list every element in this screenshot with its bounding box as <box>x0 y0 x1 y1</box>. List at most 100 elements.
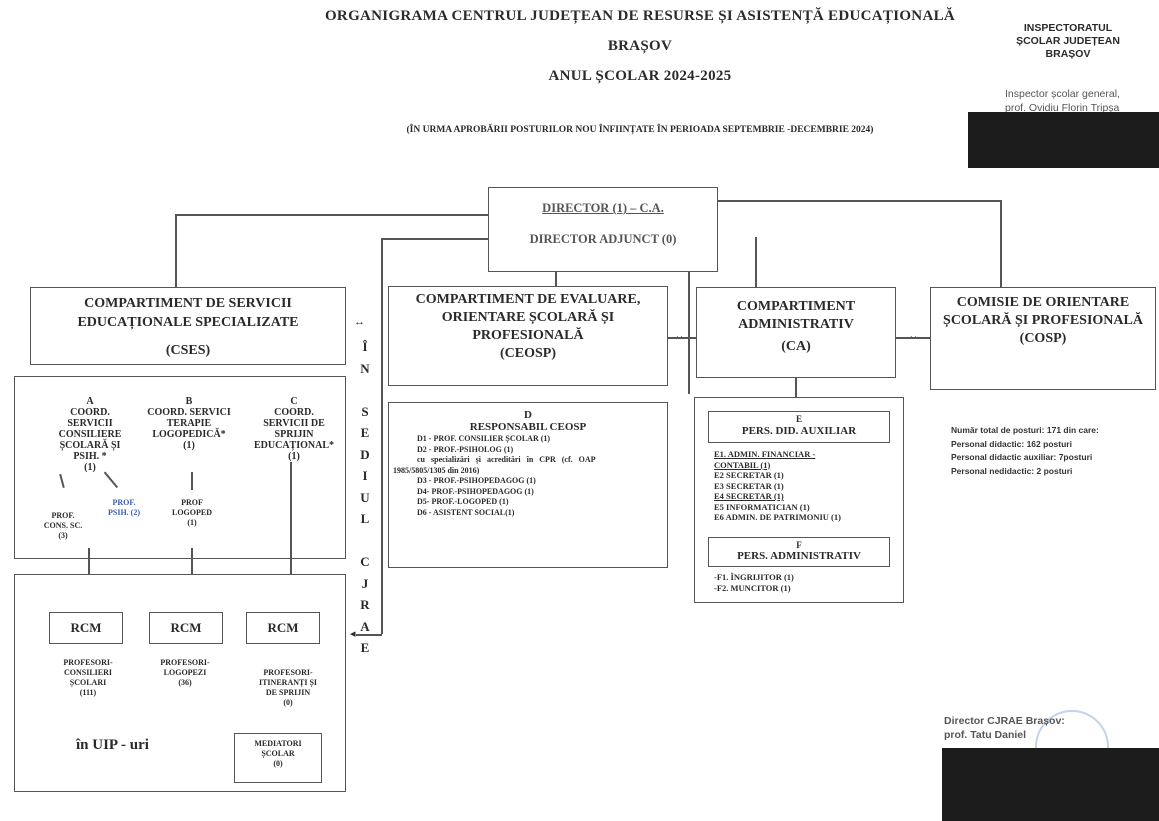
ca-box: COMPARTIMENT ADMINISTRATIV (CA) <box>696 287 896 378</box>
ceosp-d-item: D4- PROF.-PSIHOPEDAGOG (1) <box>417 486 534 496</box>
posts-summary: Număr total de posturi: 171 din care: Pe… <box>951 424 1156 478</box>
ca-f-title: PERS. ADMINISTRATIV <box>737 550 861 562</box>
profesori-consilieri: PROFESORI- CONSILIERI ȘCOLARI (111) <box>42 658 134 698</box>
cosp-line-2: ȘCOLARĂ ȘI PROFESIONALĂ <box>943 313 1143 328</box>
mediatori-box: MEDIATORI ȘCOLAR (0) <box>234 733 322 783</box>
prof-line: ITINERANȚI ȘI <box>258 678 318 687</box>
prof-cons-sc: PROF. CONS. SC. (3) <box>42 511 84 541</box>
title-line-2: BRAȘOV <box>607 38 673 54</box>
ceosp-d-item: D2 - PROF.-PSIHOLOG (1) <box>417 444 514 454</box>
ca-e-item: E4 SECRETAR (1) <box>714 491 784 501</box>
sub-line: CONS. SC. <box>43 521 83 530</box>
cses-abbr: (CSES) <box>165 343 211 358</box>
ceosp-d-item: D3 - PROF.-PSIHOPEDAGOG (1) <box>417 476 536 485</box>
ceosp-d-list: D1 - PROF. CONSILIER ȘCOLAR (1) D2 - PRO… <box>389 434 667 518</box>
coord-a-letter: A <box>86 396 94 407</box>
ca-f-box: F PERS. ADMINISTRATIV <box>708 537 890 567</box>
ca-line-2: ADMINISTRATIV <box>738 317 854 332</box>
ca-e-box: E PERS. DID. AUXILIAR <box>708 411 890 443</box>
prof-line: DE SPRIJIN <box>265 688 311 697</box>
prof-line: CONSILIERI <box>63 668 112 677</box>
isj-line-1: INSPECTORATUL <box>1023 22 1113 34</box>
mediatori-line: ȘCOLAR <box>261 749 295 758</box>
posts-auxiliar: Personal didactic auxiliar: 7posturi <box>951 452 1093 462</box>
coord-a-line: COORD. <box>70 407 110 418</box>
uip-label: în UIP - uri <box>76 737 149 753</box>
connector-line <box>555 270 557 286</box>
cosp-box: COMISIE DE ORIENTARE ȘCOLARĂ ȘI PROFESIO… <box>930 287 1156 390</box>
ceosp-d-item: D6 - ASISTENT SOCIAL(1) <box>417 507 515 517</box>
rcm-box-2: RCM <box>149 612 223 644</box>
sediul-letter: I <box>362 468 368 483</box>
ceosp-box: COMPARTIMENT DE EVALUARE, ORIENTARE ȘCOL… <box>388 286 668 386</box>
connector-line <box>381 238 488 240</box>
coord-b-line: TERAPIE <box>166 418 212 429</box>
connector-line <box>668 337 696 339</box>
sediul-letter: R <box>360 597 370 612</box>
coord-a-line: PSIH. * <box>73 451 107 462</box>
sediul-letter: L <box>360 511 370 526</box>
double-arrow-icon: ↔ <box>674 330 685 342</box>
director-sign-title: Director CJRAE Brașov: <box>944 715 1065 727</box>
isj-header: INSPECTORATUL ȘCOLAR JUDEȚEAN BRAȘOV <box>1003 22 1133 61</box>
cses-box: COMPARTIMENT DE SERVICII EDUCAȚIONALE SP… <box>30 287 346 365</box>
ca-f-item: -F1. ÎNGRIJITOR (1) <box>714 572 794 582</box>
coord-a-line: ȘCOLARĂ ȘI <box>59 440 121 451</box>
sub-line: (1) <box>187 518 197 527</box>
redaction-block-top <box>968 112 1159 168</box>
isj-sign-name: prof. Ovidiu Florin Tripșa <box>1005 102 1120 114</box>
sub-line: LOGOPED <box>171 508 212 517</box>
ca-e-item: E2 SECRETAR (1) <box>714 470 784 480</box>
ceosp-line-3: PROFESIONALĂ <box>472 328 584 343</box>
double-arrow-icon: ↔ <box>354 316 365 328</box>
rcm-box-1: RCM <box>49 612 123 644</box>
deputy-director-label: DIRECTOR ADJUNCT (0) <box>529 232 677 246</box>
coord-c-line: SPRIJIN <box>274 429 314 440</box>
prof-logoped: PROF LOGOPED (1) <box>168 498 216 528</box>
coord-c: C COORD. SERVICII DE SPRIJIN EDUCAȚIONAL… <box>248 396 340 462</box>
ceosp-line-2: ORIENTARE ȘCOLARĂ ȘI <box>441 310 615 325</box>
cses-line-1: COMPARTIMENT DE SERVICII <box>84 296 292 311</box>
director-signature-block: Director CJRAE Brașov: prof. Tatu Daniel <box>944 714 1114 742</box>
director-label: DIRECTOR (1) – C.A. <box>542 201 664 215</box>
connector-line <box>290 462 292 605</box>
connector-line <box>718 200 1000 202</box>
profesori-itineranti: PROFESORI- ITINERANȚI ȘI DE SPRIJIN (0) <box>238 668 338 708</box>
ceosp-d-item: cu specializări și acreditări în CPR (cf… <box>417 455 596 464</box>
connector-line <box>688 270 690 394</box>
coord-c-line: SERVICII DE <box>263 418 325 429</box>
sediul-letter: U <box>360 489 370 505</box>
coord-b-line: LOGOPEDICĂ* <box>152 429 226 440</box>
ceosp-line-1: COMPARTIMENT DE EVALUARE, <box>415 292 641 307</box>
connector-line <box>175 214 177 287</box>
coord-a-line: SERVICII <box>67 418 113 429</box>
mediatori-line: (0) <box>273 759 283 768</box>
cosp-abbr: (COSP) <box>1019 331 1067 346</box>
posts-didactic: Personal didactic: 162 posturi <box>951 438 1072 449</box>
coord-a-line: CONSILIERE <box>58 429 122 440</box>
ceosp-d-item: 1985/5805/1305 din 2016) <box>393 465 480 475</box>
sub-line: (3) <box>58 531 68 540</box>
coord-a-line: (1) <box>84 462 96 473</box>
ca-e-list: E1. ADMIN. FINANCIAR - CONTABIL (1) E2 S… <box>714 449 894 523</box>
director-box: DIRECTOR (1) – C.A. DIRECTOR ADJUNCT (0) <box>488 187 718 272</box>
sediul-letter: D <box>360 446 370 462</box>
connector-line <box>191 472 193 490</box>
connector-line <box>755 237 757 287</box>
org-chart-title: ORGANIGRAMA CENTRUL JUDEȚEAN DE RESURSE … <box>290 8 990 85</box>
ca-e-item: E6 ADMIN. DE PATRIMONIU (1) <box>714 512 841 522</box>
title-line-1: ORGANIGRAMA CENTRUL JUDEȚEAN DE RESURSE … <box>324 8 956 24</box>
coord-b-letter: B <box>185 396 193 407</box>
coord-b-line: COORD. SERVICI <box>147 407 231 418</box>
sediul-letter: N <box>360 360 370 376</box>
sediul-letter: S <box>361 403 369 419</box>
ceosp-details-box: D RESPONSABIL CEOSP D1 - PROF. CONSILIER… <box>388 402 668 568</box>
ca-f-letter: F <box>796 540 802 550</box>
mediatori-line: MEDIATORI <box>254 739 302 748</box>
coord-c-line: COORD. <box>274 407 314 418</box>
sediul-letter: A <box>360 618 370 634</box>
isj-line-3: BRAȘOV <box>1045 48 1091 60</box>
ca-e-item: CONTABIL (1) <box>714 459 771 470</box>
prof-line: PROFESORI- <box>160 658 210 667</box>
prof-line: PROFESORI- <box>63 658 113 667</box>
